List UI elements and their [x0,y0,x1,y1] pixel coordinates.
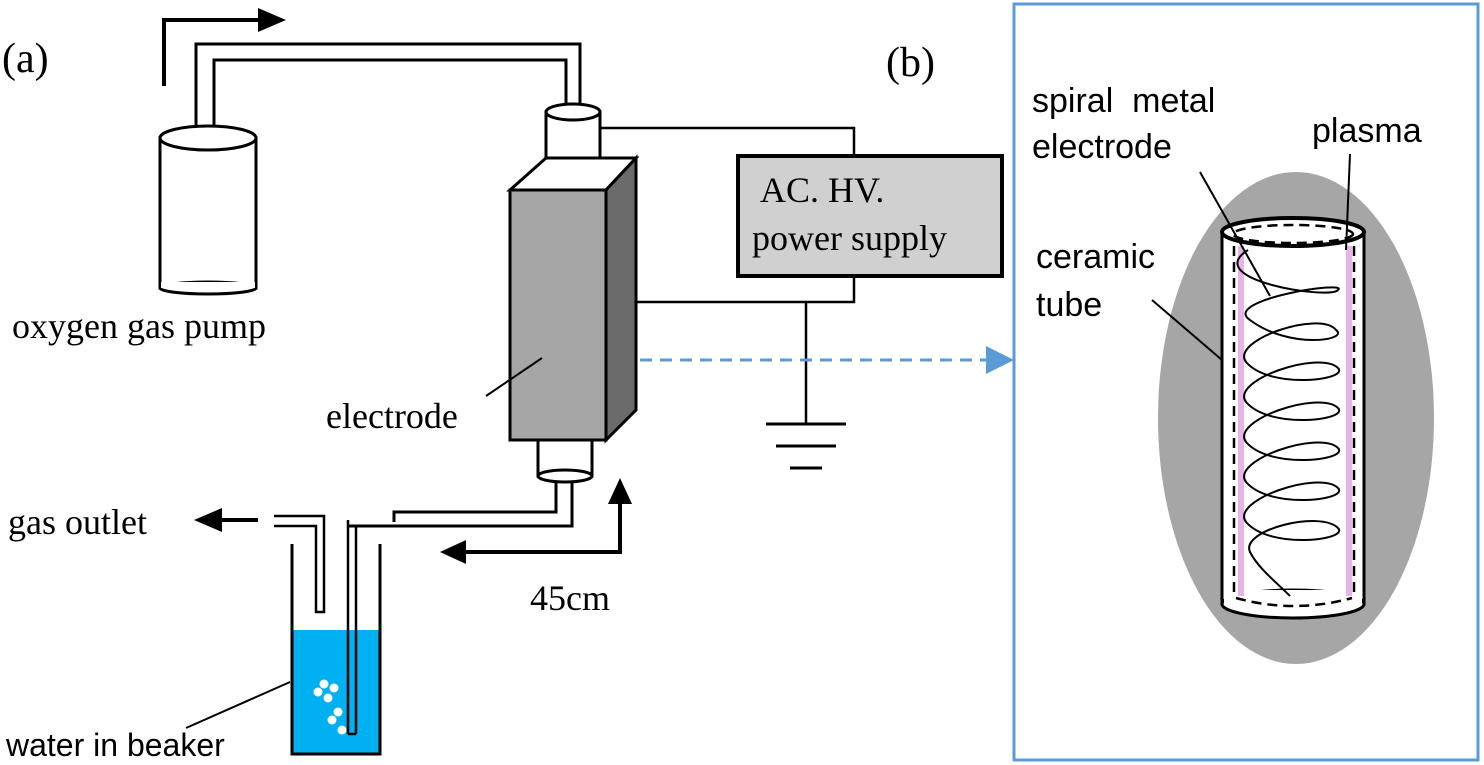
zoom-arrow [640,346,1014,374]
gas-outlet-arrow [194,508,258,532]
plasma-label: plasma [1312,112,1422,150]
spiral-pointer [1199,171,1271,297]
panel-a-label: (a) [2,36,49,82]
gas-bubbles [313,679,347,735]
beaker [274,514,382,756]
ceramic-pointer [1151,299,1223,361]
panel-b-frame [1012,2,1480,762]
oxygen-gas-pump [158,124,258,296]
plasma-glow-left [1238,246,1244,596]
beaker-pointer [185,681,291,729]
spiral-electrode [1236,249,1341,597]
power-wires [600,126,856,424]
power-supply-label-line2: power supply [752,218,947,258]
ceramic-label-line2: tube [1036,286,1102,324]
flow-direction-arrow [162,8,286,86]
ceramic-tube [1220,216,1366,620]
ground-icon [766,422,846,470]
gas-tube-inlet [194,42,582,128]
plasma-pointer [1345,153,1351,251]
ceramic-label-line1: ceramic [1036,238,1155,276]
gas-tube-outlet [348,482,574,528]
distance-label: 45cm [530,578,610,618]
electrode-bottom-connector [536,438,594,484]
oxygen-pump-label: oxygen gas pump [12,306,266,346]
electrode-label: electrode [326,396,458,436]
electrode-pointer [485,357,543,397]
spiral-label-line1: spiral metal [1032,82,1215,120]
beaker-label: water in beaker [5,727,225,763]
electrode-box [506,154,640,444]
gas-outlet-label: gas outlet [8,502,147,542]
power-supply-box [736,154,1004,278]
plasma-glow-right [1346,246,1352,596]
spiral-label-line2: electrode [1032,128,1172,166]
panel-b-label: (b) [886,40,935,86]
power-supply-label-line1: AC. HV. [760,170,884,210]
distance-indicator [440,478,632,564]
